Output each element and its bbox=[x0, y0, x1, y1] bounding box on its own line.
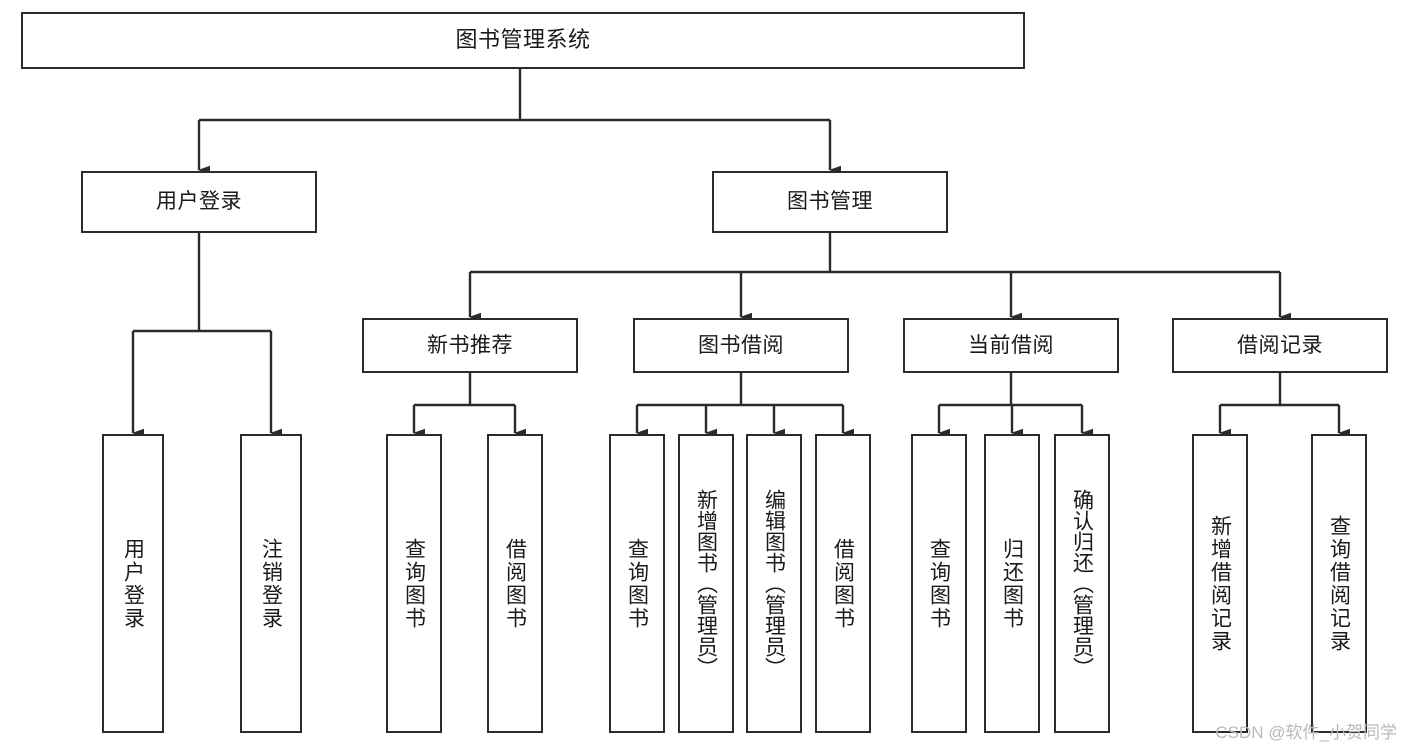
node-leaf-query-book-2[interactable]: 查询图书 bbox=[609, 434, 665, 733]
node-borrow-record[interactable]: 借阅记录 bbox=[1172, 318, 1388, 373]
node-label-book-manage: 图书管理 bbox=[787, 190, 873, 214]
node-leaf-user-login[interactable]: 用户登录 bbox=[102, 434, 164, 733]
node-label-leaf-user-logout: 注销登录 bbox=[259, 537, 283, 630]
node-leaf-query-record[interactable]: 查询借阅记录 bbox=[1311, 434, 1367, 733]
node-book-manage[interactable]: 图书管理 bbox=[712, 171, 948, 233]
node-label-leaf-edit-book: 编辑图书（管理员） bbox=[762, 489, 786, 678]
node-label-root: 图书管理系统 bbox=[455, 27, 591, 53]
node-label-new-book-rec: 新书推荐 bbox=[427, 333, 513, 357]
node-root[interactable]: 图书管理系统 bbox=[21, 12, 1025, 69]
node-label-leaf-confirm-return: 确认归还（管理员） bbox=[1070, 489, 1094, 678]
node-label-leaf-borrow-book-1: 借阅图书 bbox=[503, 537, 527, 630]
node-label-book-borrow: 图书借阅 bbox=[698, 333, 784, 357]
node-leaf-borrow-book-2[interactable]: 借阅图书 bbox=[815, 434, 871, 733]
node-label-leaf-query-book-1: 查询图书 bbox=[402, 537, 426, 630]
node-current-borrow[interactable]: 当前借阅 bbox=[903, 318, 1119, 373]
node-leaf-edit-book[interactable]: 编辑图书（管理员） bbox=[746, 434, 802, 733]
node-label-leaf-user-login: 用户登录 bbox=[121, 537, 145, 630]
node-leaf-add-book[interactable]: 新增图书（管理员） bbox=[678, 434, 734, 733]
node-label-leaf-query-record: 查询借阅记录 bbox=[1327, 514, 1351, 653]
node-leaf-user-logout[interactable]: 注销登录 bbox=[240, 434, 302, 733]
node-book-borrow[interactable]: 图书借阅 bbox=[633, 318, 849, 373]
node-label-borrow-record: 借阅记录 bbox=[1237, 333, 1323, 357]
node-leaf-borrow-book-1[interactable]: 借阅图书 bbox=[487, 434, 543, 733]
node-leaf-query-book-1[interactable]: 查询图书 bbox=[386, 434, 442, 733]
node-label-leaf-add-book: 新增图书（管理员） bbox=[694, 489, 718, 678]
node-leaf-return-book[interactable]: 归还图书 bbox=[984, 434, 1040, 733]
node-label-leaf-return-book: 归还图书 bbox=[1000, 537, 1024, 630]
node-label-user-login: 用户登录 bbox=[156, 190, 242, 214]
connector-group bbox=[131, 69, 1350, 438]
node-leaf-query-book-3[interactable]: 查询图书 bbox=[911, 434, 967, 733]
node-leaf-confirm-return[interactable]: 确认归还（管理员） bbox=[1054, 434, 1110, 733]
node-label-leaf-query-book-2: 查询图书 bbox=[625, 537, 649, 630]
node-label-leaf-query-book-3: 查询图书 bbox=[927, 537, 951, 630]
node-user-login[interactable]: 用户登录 bbox=[81, 171, 317, 233]
node-label-leaf-add-record: 新增借阅记录 bbox=[1208, 514, 1232, 653]
node-new-book-rec[interactable]: 新书推荐 bbox=[362, 318, 578, 373]
node-label-current-borrow: 当前借阅 bbox=[968, 333, 1054, 357]
node-leaf-add-record[interactable]: 新增借阅记录 bbox=[1192, 434, 1248, 733]
node-label-leaf-borrow-book-2: 借阅图书 bbox=[831, 537, 855, 630]
